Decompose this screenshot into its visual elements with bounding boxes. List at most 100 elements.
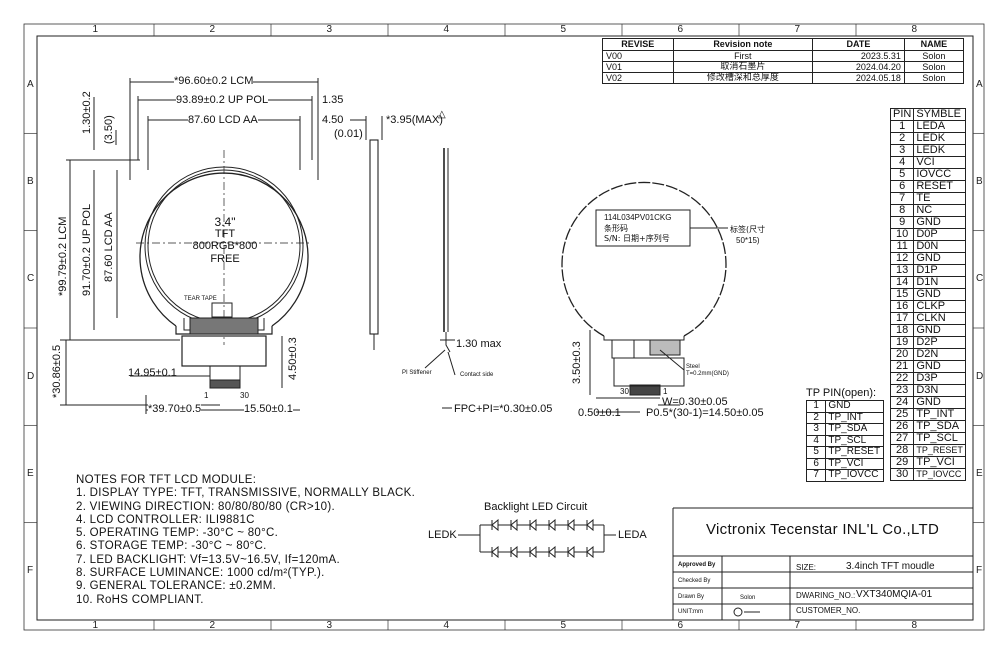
backlight-ledk: LEDK [428,529,457,541]
tp-pin-number: 4 [805,434,827,447]
dim-130: 1.30±0.2 [81,91,93,134]
pin-number: 6 [889,180,915,193]
grid-column-label: 7 [794,620,801,631]
back-label-note: 标签(尺寸 [730,225,766,234]
note-item: 10. RoHS COMPLIANT. [76,593,204,606]
grid-row-label: E [976,468,983,479]
company-name: Victronix Tecenstar INL'L Co.,LTD [706,521,940,538]
led-diode-icon [586,545,594,559]
pi-stiffener-label: PI Stiffener [402,370,432,376]
pin-number: 15 [889,288,915,301]
dim-pol-height: 91.70±0.2 UP POL [81,203,93,296]
pin-number: 14 [889,276,915,289]
grid-column-label: 4 [443,620,450,631]
pin-symbol: D2N [913,348,966,361]
pin-number: 19 [889,336,915,349]
dim-135: 1.35 [322,94,344,106]
dim-350-back: 3.50±0.3 [571,341,583,384]
pin-number: 10 [889,228,915,241]
dim-w030: W=0.30±0.05 [662,396,728,408]
pin-header-pin: PIN [889,108,915,121]
size-label: SIZE: [796,563,817,572]
dim-aa-height: 87.60 LCD AA [103,212,115,282]
grid-column-label: 8 [911,24,918,35]
pin-symbol: TE [913,192,966,205]
pin-number: 9 [889,216,915,229]
notes-block: NOTES FOR TFT LCD MODULE: 1. DISPLAY TYP… [76,474,415,607]
grid-column-label: 5 [560,620,567,631]
grid-column-label: 2 [209,24,216,35]
tp-pin-spacer [883,469,964,481]
rev-cell: V02 [602,72,674,84]
pin-number: 12 [889,252,915,265]
tp-pin-number: 5 [805,446,827,459]
panel-resolution-text: 800RGB*800 [192,240,258,252]
rev-header-revise: REVISE [602,38,674,51]
backlight-circuit [458,518,616,559]
led-diode-icon [491,518,499,532]
grid-row-label: E [27,468,34,479]
rev-cell: Solon [903,72,965,84]
pin-number: 21 [889,360,915,373]
revision-table: REVISE Revision note DATE NAME V00 First… [602,38,965,84]
drawn-label: Drawn By [678,594,705,600]
backlight-leda: LEDA [618,529,647,541]
tp-pin-symbol: TP_INT [825,411,885,424]
dim-pol-width: 93.89±0.2 UP POL [176,94,269,106]
back-pin1-label: 1 [663,387,668,396]
grid-column-label: 6 [677,24,684,35]
tp-pin-number: 7 [805,469,827,482]
pin-symbol: D1N [913,276,966,289]
pin-number: 3 [889,144,915,157]
customer-no-label: CUSTOMER_NO. [796,606,861,615]
dim-450b: 4.50±0.3 [287,337,299,380]
grid-column-label: 1 [92,620,99,631]
dim-3086: *30.86±0.5 [51,344,63,398]
dim-aa-width: 87.60 LCD AA [188,114,258,126]
note-item: 4. LCD CONTROLLER: ILI9881C [76,513,255,526]
led-diode-icon [567,545,575,559]
tear-tape-label: TEAR TAPE [184,296,217,302]
pin-number: 1 [889,120,915,133]
dim-450: 4.50 [322,114,344,126]
grid-row-label: B [27,176,34,187]
pin-symbol: D3P [913,372,966,385]
note-item: 8. SURFACE LUMINANCE: 1000 cd/m²(TYP.). [76,567,325,580]
grid-column-label: 3 [326,24,333,35]
contact-side-label: Contact side [460,372,494,378]
rev-cell: First [672,50,814,62]
front-pin1-label: 1 [204,391,209,400]
unit-label: UNIT:mm [678,609,703,615]
rev-cell: Solon [903,50,965,62]
tp-pin-number: 2 [805,411,827,424]
led-diode-icon [510,518,518,532]
tp-pin-symbol: GND [825,400,885,413]
backlight-title: Backlight LED Circuit [484,501,588,513]
pin-symbol: D1P [913,264,966,277]
grid-row-label: B [976,176,983,187]
notes-title: NOTES FOR TFT LCD MODULE: [76,474,257,486]
back-label-sn: S/N: 日期+序列号 [604,234,670,243]
grid-row-label: C [27,273,35,285]
table-row: V00 First 2023.5.31 Solon [602,50,965,62]
outer-frame [23,23,985,631]
pin-symbol: RESET [913,180,966,193]
panel-free-text: FREE [210,253,240,265]
checked-label: Checked By [678,578,711,584]
